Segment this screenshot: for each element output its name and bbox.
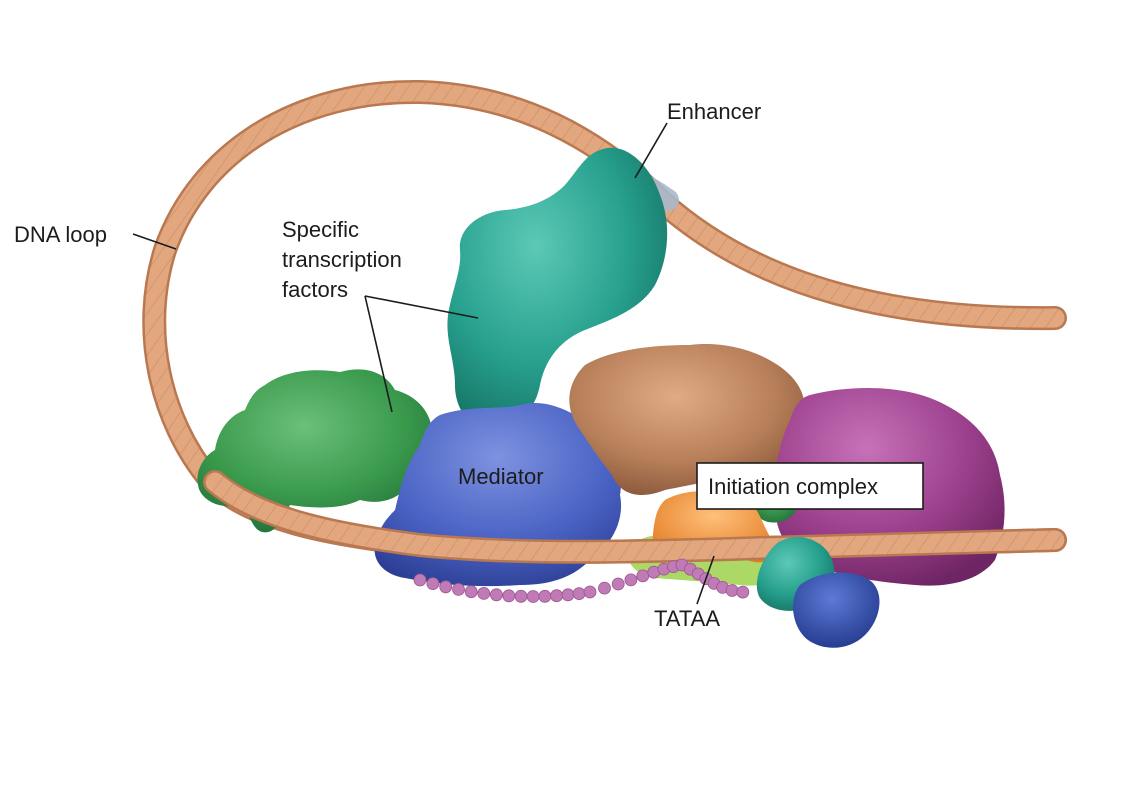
tail-bead [477,587,491,600]
tail-bead [413,573,427,587]
tail-bead [583,585,597,599]
tail-bead [624,573,638,587]
tail-bead [526,590,540,603]
dna-front-segment [203,470,1067,564]
tail-bead [636,569,650,583]
specific-tf-leader-1 [364,295,479,319]
tail-bead [572,587,586,600]
enhancer-label: Enhancer [667,99,761,124]
tail-bead [736,585,750,599]
tataa-label: TATAA [654,606,720,631]
initiation-complex-label: Initiation complex [708,474,878,499]
leader-lines [132,122,715,605]
tail-bead [725,584,739,597]
tail-bead [514,589,528,603]
specific-tf-label-line1: Specific [282,217,359,242]
dna-loop-leader [132,233,177,250]
tail-bead [452,583,465,596]
tail-bead [598,581,611,595]
specific-tf-leader-2 [364,295,393,413]
green-activator-protein [197,369,435,533]
tail-bead [561,588,575,602]
specific-tf-label-line3: factors [282,277,348,302]
teal-activator-protein [447,147,668,429]
tail-bead [502,589,516,603]
mediator-label: Mediator [458,464,544,489]
tail-bead [426,577,440,590]
tataa-leader [696,555,715,605]
blue-small-factor [793,572,880,648]
initiation-complex-box [696,462,924,510]
tail-bead [611,577,625,591]
general-transcription-factor-brown [569,344,805,495]
tail-bead [489,588,503,602]
tail-bead [538,589,552,603]
tail-bead [464,585,478,599]
specific-tf-label-line2: transcription [282,247,402,272]
dna-loop-label: DNA loop [14,222,107,247]
tail-bead [550,589,563,603]
enhancer-leader [634,122,668,179]
tail-bead [439,580,453,594]
